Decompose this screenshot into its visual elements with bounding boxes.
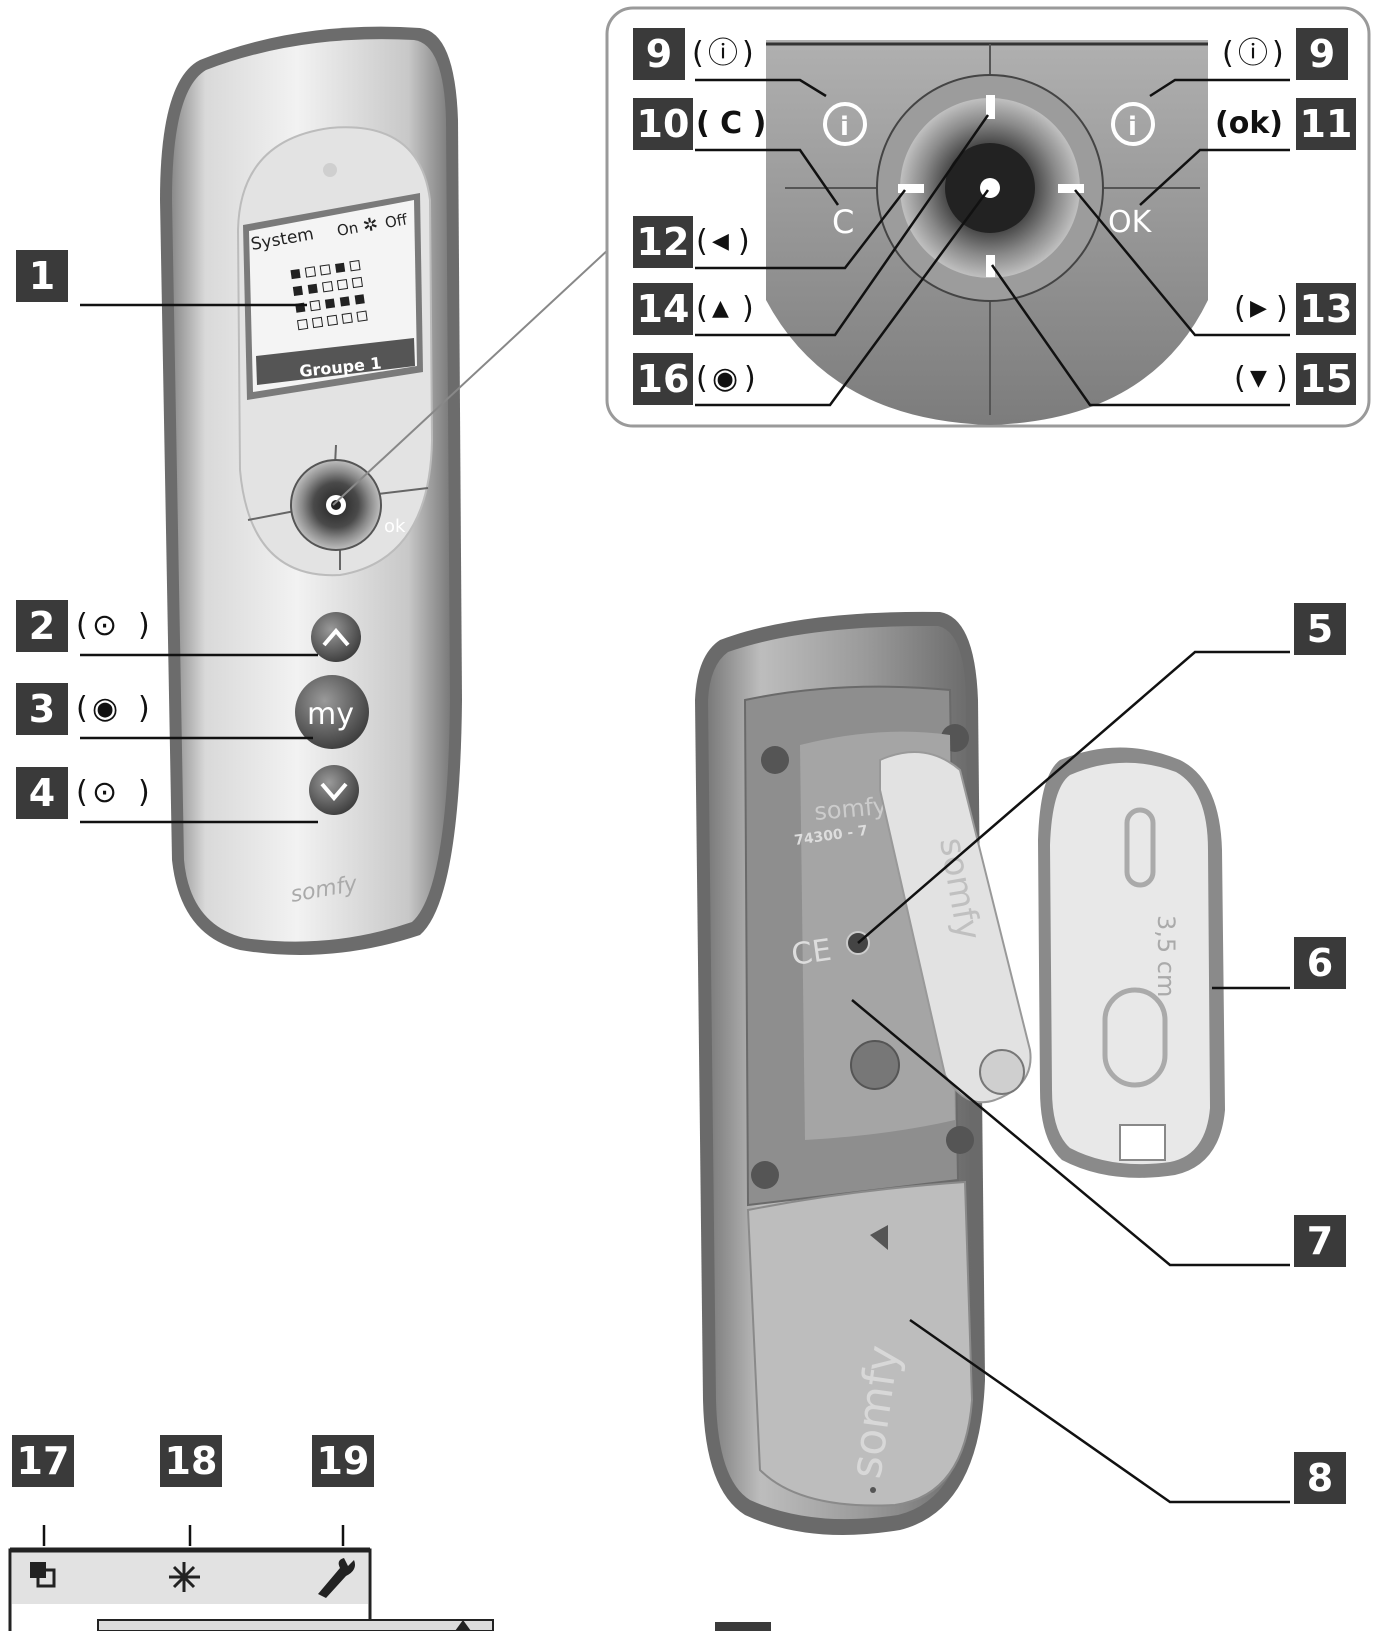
sun-sensor-icon	[169, 1562, 200, 1592]
callout-13-paren-l: (	[1234, 291, 1246, 326]
callout-3-paren-left: (	[76, 691, 88, 726]
callout-9-left-paren-l: (	[692, 36, 704, 71]
callout-12-paren-l: (	[696, 224, 708, 259]
callout-15-paren-l: (	[1234, 361, 1246, 396]
callout-14: 14	[633, 283, 693, 335]
center-dot-icon: ◉	[712, 361, 739, 396]
battery-cover: 3,5 cm	[1038, 747, 1225, 1178]
callout-16-paren-r: )	[744, 361, 756, 396]
callout-8: 8	[1294, 1452, 1346, 1504]
callout-12: 12	[633, 216, 693, 268]
up-circle-icon: ⊙	[92, 608, 118, 643]
callout-13-paren-r: )	[1276, 291, 1288, 326]
down-circle-icon: ⊙	[92, 775, 118, 810]
callout-5: 5	[1294, 603, 1346, 655]
callout-2: 2	[16, 600, 68, 652]
partial-callout-box	[715, 1622, 771, 1631]
remote-up-button	[311, 612, 361, 662]
back-brand-text: somfy	[813, 792, 888, 826]
callout-18: 18	[160, 1435, 222, 1487]
back-ce-mark: CE	[789, 933, 833, 973]
callout-4-paren-right: )	[138, 775, 150, 810]
callout-9-right-paren-r: )	[1272, 36, 1284, 71]
callout-3-paren-right: )	[138, 691, 150, 726]
leader-lines	[42, 303, 1290, 1546]
callout-19: 19	[312, 1435, 374, 1487]
callout-10-label: ( C )	[696, 106, 767, 141]
zoom-ok-label: OK	[1108, 205, 1153, 240]
callout-11: 11	[1296, 98, 1356, 150]
display-grid	[290, 260, 368, 331]
svg-text:i: i	[1128, 112, 1137, 142]
remote-my-button: my	[295, 675, 369, 749]
callout-13: 13	[1296, 283, 1356, 335]
remote-ok-label: ok	[384, 516, 406, 537]
callout-2-paren-left: (	[76, 608, 88, 643]
callout-2-paren-right: )	[138, 608, 150, 643]
callout-3: 3	[16, 683, 68, 735]
callout-7: 7	[1294, 1215, 1346, 1267]
callout-15-paren-r: )	[1276, 361, 1288, 396]
remote-down-button	[309, 765, 359, 815]
info-icon-right: i	[1111, 102, 1155, 146]
screen-snippet	[8, 1547, 494, 1631]
layers-icon	[30, 1562, 56, 1588]
info-circle-icon-left: ⓘ	[708, 36, 738, 71]
callout-9-left-paren-r: )	[742, 36, 754, 71]
callout-9-right: 9	[1296, 28, 1348, 80]
display-off-text: Off	[384, 210, 410, 232]
callout-4: 4	[16, 767, 68, 819]
display-sun-icon: ✲	[361, 214, 380, 237]
callout-4-paren-left: (	[76, 775, 88, 810]
callout-16: 16	[633, 353, 693, 405]
callout-12-paren-r: )	[738, 224, 750, 259]
right-arrow-icon: ▶	[1250, 296, 1267, 321]
up-arrow-icon: ▲	[712, 296, 729, 321]
callout-14-paren-r: )	[742, 291, 754, 326]
callout-10: 10	[633, 98, 693, 150]
callout-16-paren-l: (	[696, 361, 708, 396]
info-icon-left: i	[823, 102, 867, 146]
down-arrow-icon: ▼	[1250, 366, 1267, 391]
display-on-text: On	[336, 219, 360, 240]
info-circle-icon-right: ⓘ	[1238, 36, 1268, 71]
callout-11-label: (ok)	[1215, 106, 1283, 141]
zoom-panel: i i C OK	[605, 6, 1371, 428]
callout-9-right-paren-l: (	[1222, 36, 1234, 71]
callout-14-paren-l: (	[696, 291, 708, 326]
callout-6: 6	[1294, 937, 1346, 989]
back-remote: somfy 74300 - 7 CE somfy somfy	[695, 611, 1032, 1535]
svg-text:i: i	[840, 112, 849, 142]
cover-measure-text: 3,5 cm	[1152, 915, 1180, 997]
my-circle-icon: ◉	[92, 691, 119, 726]
callout-17: 17	[12, 1435, 74, 1487]
zoom-c-label: C	[832, 203, 854, 241]
left-arrow-icon: ◀	[712, 229, 729, 254]
front-remote: System On ✲ Off Groupe 1 ok	[160, 26, 462, 955]
callout-1: 1	[16, 250, 68, 302]
callout-15: 15	[1296, 353, 1356, 405]
callout-9-left: 9	[633, 28, 685, 80]
wrench-icon	[318, 1558, 355, 1598]
remote-display: System On ✲ Off Groupe 1	[243, 193, 423, 400]
remote-my-label: my	[307, 697, 354, 732]
